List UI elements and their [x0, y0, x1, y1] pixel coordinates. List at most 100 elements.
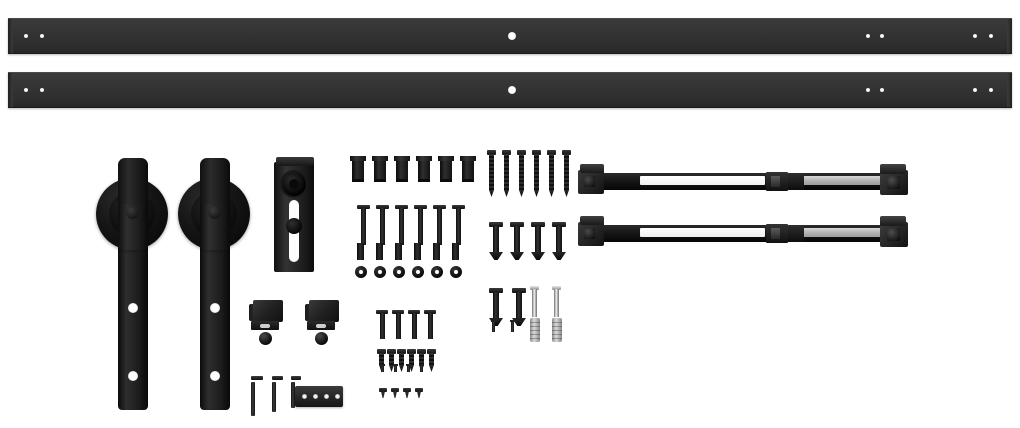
machine-bolt-part[interactable] — [376, 310, 388, 340]
sleeve-part[interactable] — [414, 243, 421, 260]
floor-guide-bracket[interactable] — [274, 157, 314, 272]
plastic-wall-anchor-part[interactable] — [552, 318, 562, 342]
chrome-screw-part[interactable] — [530, 286, 539, 318]
stopper-block — [309, 300, 339, 322]
bolt-shaft — [411, 313, 417, 339]
anchor-bolt-part[interactable] — [531, 222, 545, 260]
spacer-head — [460, 156, 476, 161]
anchor-bolt-part[interactable] — [489, 222, 503, 260]
stopper-block — [253, 300, 283, 322]
hex-bolt-part[interactable] — [433, 205, 446, 246]
damper-mid-block — [788, 173, 804, 190]
pin-part[interactable] — [380, 364, 385, 372]
guide-plate-hole — [324, 394, 329, 399]
roller-hanger[interactable] — [178, 158, 250, 410]
rail-end-right — [1007, 73, 1012, 107]
black-dowel-bolt-part[interactable] — [489, 288, 503, 326]
pin-part[interactable] — [393, 364, 398, 372]
machine-bolt-part[interactable] — [408, 310, 420, 340]
rail-hole — [866, 88, 870, 92]
hex-bolt-part[interactable] — [452, 205, 465, 246]
track-rail-top[interactable] — [8, 18, 1012, 54]
screw-head — [547, 150, 556, 155]
small-screw-part[interactable] — [397, 349, 406, 372]
plastic-wall-anchor-part[interactable] — [530, 318, 540, 342]
spacer-part[interactable] — [372, 156, 388, 182]
sleeve-part[interactable] — [395, 243, 402, 260]
anchor-bolt-part[interactable] — [552, 222, 566, 260]
door-stopper[interactable] — [249, 300, 283, 345]
anchor-head — [552, 222, 566, 227]
spacer-foot — [418, 179, 430, 182]
washer-part[interactable] — [412, 266, 424, 278]
chrome-screw-shaft — [532, 289, 537, 317]
washer-part[interactable] — [431, 266, 443, 278]
soft-close-damper[interactable] — [578, 164, 908, 198]
bolt-head — [392, 310, 404, 314]
spacer-foot — [440, 179, 452, 182]
lag-screw-part[interactable] — [517, 150, 526, 197]
spacer-part[interactable] — [416, 156, 432, 182]
stopper-lip — [305, 304, 312, 321]
roller-hanger[interactable] — [96, 158, 168, 410]
short-screw-part[interactable] — [391, 388, 399, 399]
damper-window — [640, 176, 765, 185]
short-screw-part[interactable] — [403, 388, 411, 399]
spacer-head — [372, 156, 388, 161]
door-stopper[interactable] — [305, 300, 339, 345]
screw-head — [427, 349, 436, 354]
hex-bolt-part[interactable] — [357, 205, 370, 246]
spacer-head — [438, 156, 454, 161]
spacer-part[interactable] — [350, 156, 366, 182]
machine-bolt-part[interactable] — [424, 310, 436, 340]
track-rail-bottom[interactable] — [8, 72, 1012, 108]
washer-part[interactable] — [450, 266, 462, 278]
lag-screw-part[interactable] — [562, 150, 571, 197]
tiny-pin-part[interactable] — [491, 320, 496, 332]
sleeve-part[interactable] — [376, 243, 383, 260]
anchor-shaft — [514, 226, 520, 254]
pin-part[interactable] — [406, 364, 411, 372]
soft-close-damper[interactable] — [578, 216, 908, 250]
spacer-part[interactable] — [438, 156, 454, 182]
black-dowel-bolt-part[interactable] — [512, 288, 526, 326]
chrome-screw-part[interactable] — [552, 286, 561, 318]
hex-bolt-part[interactable] — [395, 205, 408, 246]
washer-part[interactable] — [393, 266, 405, 278]
stopper-lip — [249, 304, 256, 321]
pin-part[interactable] — [419, 364, 424, 372]
small-screw-part[interactable] — [407, 349, 416, 372]
rail-hole — [866, 34, 870, 38]
lag-screw-part[interactable] — [502, 150, 511, 197]
rail-hole — [989, 88, 993, 92]
sleeve-part[interactable] — [452, 243, 459, 260]
small-screw-part[interactable] — [427, 349, 436, 372]
tiny-pin-part[interactable] — [510, 320, 515, 332]
short-screw-part[interactable] — [379, 388, 387, 399]
anchor-head — [512, 288, 526, 293]
spacer-part[interactable] — [460, 156, 476, 182]
sleeve-part[interactable] — [357, 243, 364, 260]
floor-guide-plate[interactable] — [295, 386, 343, 407]
rail-hole — [40, 88, 44, 92]
pin-head — [419, 364, 424, 366]
screw-thread — [489, 154, 494, 190]
machine-bolt-part[interactable] — [392, 310, 404, 340]
damper-mount-tab-right — [880, 164, 906, 174]
hex-bolt-part[interactable] — [414, 205, 427, 246]
hex-bolt-part[interactable] — [376, 205, 389, 246]
bolt-shaft — [380, 208, 385, 245]
rail-hole — [24, 88, 28, 92]
short-screw-part[interactable] — [415, 388, 423, 399]
lag-screw-part[interactable] — [547, 150, 556, 197]
anchor-cone — [531, 252, 545, 260]
sleeve-part[interactable] — [433, 243, 440, 260]
lag-screw-part[interactable] — [532, 150, 541, 197]
washer-part[interactable] — [374, 266, 386, 278]
spacer-part[interactable] — [394, 156, 410, 182]
anchor-bolt-part[interactable] — [510, 222, 524, 260]
washer-part[interactable] — [355, 266, 367, 278]
lag-screw-part[interactable] — [487, 150, 496, 197]
screw-thread — [549, 154, 554, 190]
small-screw-part[interactable] — [387, 349, 396, 372]
